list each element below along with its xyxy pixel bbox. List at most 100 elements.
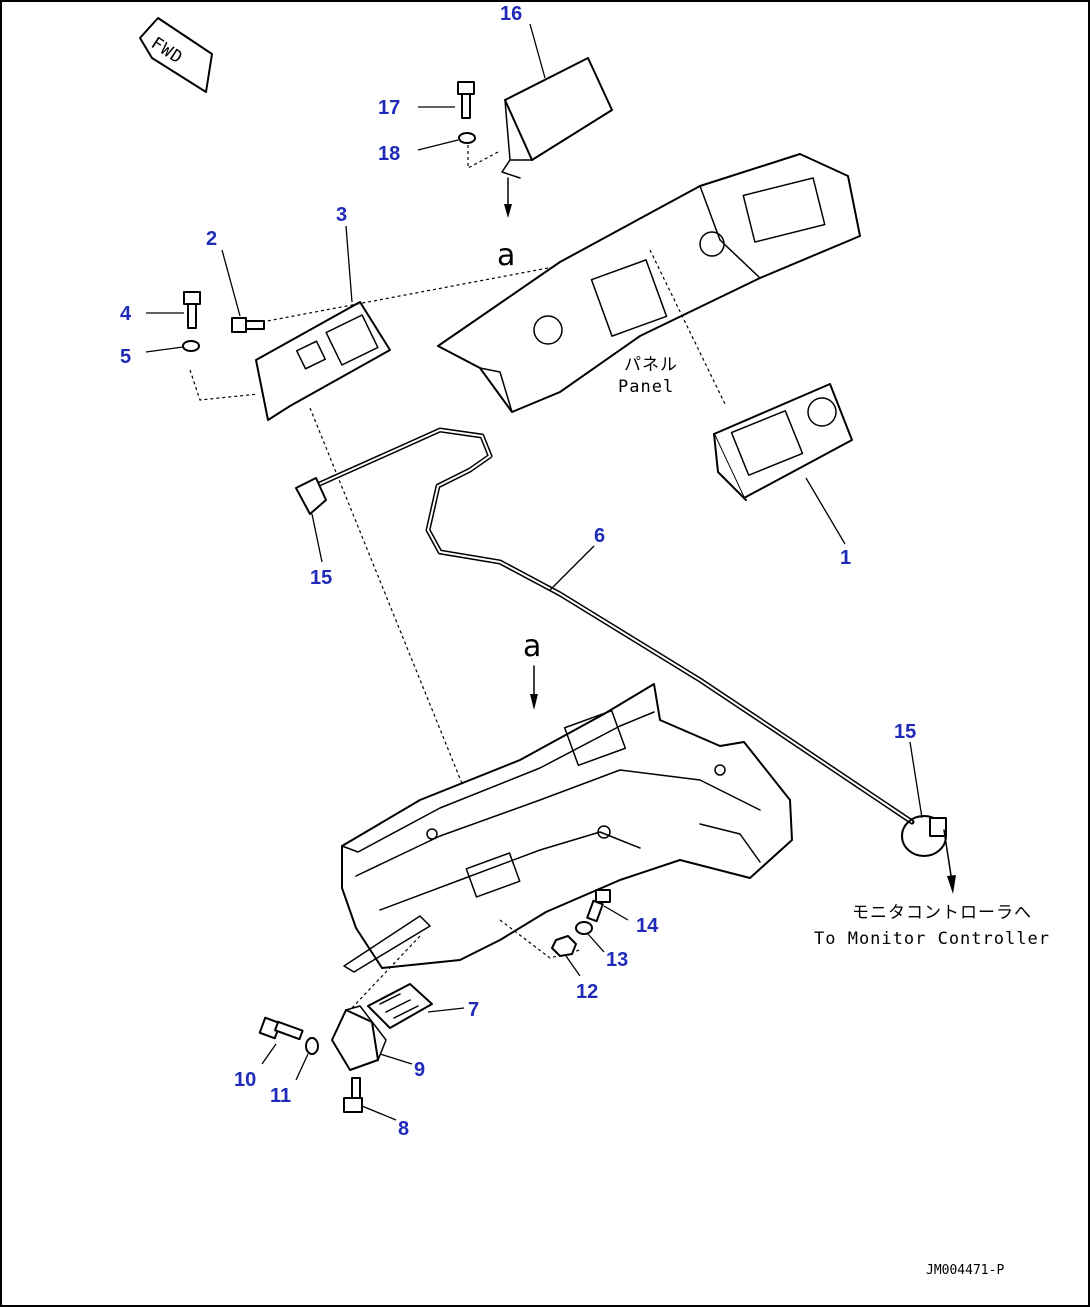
panel-gauge-right: [699, 231, 725, 257]
callout-16: 16: [500, 3, 522, 25]
cable-inner: [305, 428, 913, 823]
bolt-17-shank: [461, 93, 471, 119]
leader-3: [345, 225, 353, 303]
bracket-9-flange: [345, 1005, 387, 1061]
bracket-bolt-line: [189, 369, 259, 401]
leader-8: [361, 1105, 397, 1121]
cable-clamp-right: [929, 817, 947, 837]
bolt-4-head: [183, 291, 201, 305]
frame-outline: [341, 683, 793, 969]
callout-15-left: 15: [310, 567, 332, 589]
callout-17: 17: [378, 97, 400, 119]
callout-1: 1: [840, 547, 851, 569]
panel-label-en: Panel: [618, 377, 674, 397]
controller-arrow-head: [947, 875, 956, 894]
panel-gauge-left: [533, 315, 563, 345]
monitor-screen: [730, 410, 804, 476]
panel-left-edge: [479, 367, 513, 413]
panel-meter-opening: [590, 259, 668, 337]
frame-low-rail: [379, 831, 641, 911]
screw-2-head: [231, 317, 247, 333]
callout-10: 10: [234, 1069, 256, 1091]
callout-6: 6: [594, 525, 605, 547]
leader-13: [587, 933, 605, 953]
frame-right-gusset: [699, 823, 761, 863]
bracket-mount-line: [261, 267, 549, 323]
callout-7: 7: [468, 999, 479, 1021]
relay-slots: [379, 993, 419, 1019]
monitor-side: [713, 433, 747, 501]
bolt-4-shank: [187, 303, 197, 329]
leader-15a: [311, 513, 323, 563]
relay-part-7: [367, 983, 433, 1029]
callout-4: 4: [120, 303, 132, 325]
cable-connector-left: [295, 477, 327, 515]
fwd-arrow-shape: [139, 17, 213, 93]
frame-bolt-hole-c: [714, 764, 726, 776]
bolt-part-10: [258, 1016, 304, 1041]
bolt-14-shank: [586, 899, 604, 923]
callout-5: 5: [120, 346, 131, 368]
frame-mid-rail: [355, 769, 761, 877]
bolt-8-shank: [351, 1077, 361, 1099]
leader-10: [261, 1043, 277, 1065]
panel-display-opening: [742, 177, 826, 243]
cab-frame-structure: [341, 683, 793, 1011]
frame-mount-box: [465, 852, 521, 898]
ref-letter-top: a: [497, 238, 515, 273]
nut-part-12: [551, 935, 577, 957]
leader-11: [295, 1053, 309, 1081]
leader-16: [529, 23, 546, 79]
controller-label-en: To Monitor Controller: [814, 929, 1050, 949]
bolt-part-17: [457, 81, 475, 119]
ref-letter-main: a: [523, 629, 541, 664]
leader-18: [417, 139, 459, 151]
screw-part-2: [231, 317, 265, 333]
callout-2: 2: [206, 228, 217, 250]
frame-bracket-strip: [343, 915, 431, 973]
cover-body: [504, 57, 613, 161]
ref-arrow-main-head: [530, 694, 538, 710]
bolt-part-4: [183, 291, 201, 329]
bolt-14-head: [595, 889, 611, 903]
callout-15-right: 15: [894, 721, 916, 743]
cover-part-16: [467, 57, 613, 179]
leader-14: [603, 905, 629, 921]
washer-13: [575, 921, 593, 935]
frame-panel-opening: [563, 709, 627, 767]
callout-14: 14: [636, 915, 659, 937]
callout-18: 18: [378, 143, 400, 165]
controller-arrow-shaft: [943, 829, 953, 883]
ref-arrow-top-head: [504, 204, 512, 218]
callout-8: 8: [398, 1118, 409, 1140]
leader-7: [427, 1007, 465, 1013]
ref-arrow-main: a: [523, 629, 541, 710]
panel-outline: [437, 153, 861, 413]
monitor-knob: [807, 397, 837, 427]
frame-bracket-line: [349, 935, 421, 1011]
controller-arrow: モニタコントローラへ To Monitor Controller: [814, 829, 1050, 949]
leader-15b: [909, 741, 923, 819]
washer-11: [305, 1037, 319, 1055]
callout-12: 12: [576, 981, 598, 1003]
bracket-window-b: [295, 340, 327, 370]
bracket-9-body: [331, 1009, 379, 1071]
callout-13: 13: [606, 949, 628, 971]
leader-1: [805, 477, 846, 545]
callout-9: 9: [414, 1059, 425, 1081]
ref-arrow-top: a: [497, 177, 515, 273]
callout-11: 11: [270, 1085, 291, 1107]
bracket-part-3: [189, 267, 549, 829]
bolt-17-head: [457, 81, 475, 95]
cable-part-6: [295, 427, 947, 857]
controller-label-jp: モニタコントローラへ: [852, 903, 1032, 923]
leader-6: [549, 545, 595, 591]
washer-5: [182, 340, 200, 352]
bracket-part-9: [331, 1005, 387, 1071]
monitor-mount-line: [649, 249, 727, 407]
callout-numbers: 16 17 18 2 3 4 5 1 6 15 15 14 13 12 7 9 …: [120, 3, 916, 1140]
washer-part-11: [305, 1037, 319, 1055]
monitor-part-1: [649, 249, 853, 501]
